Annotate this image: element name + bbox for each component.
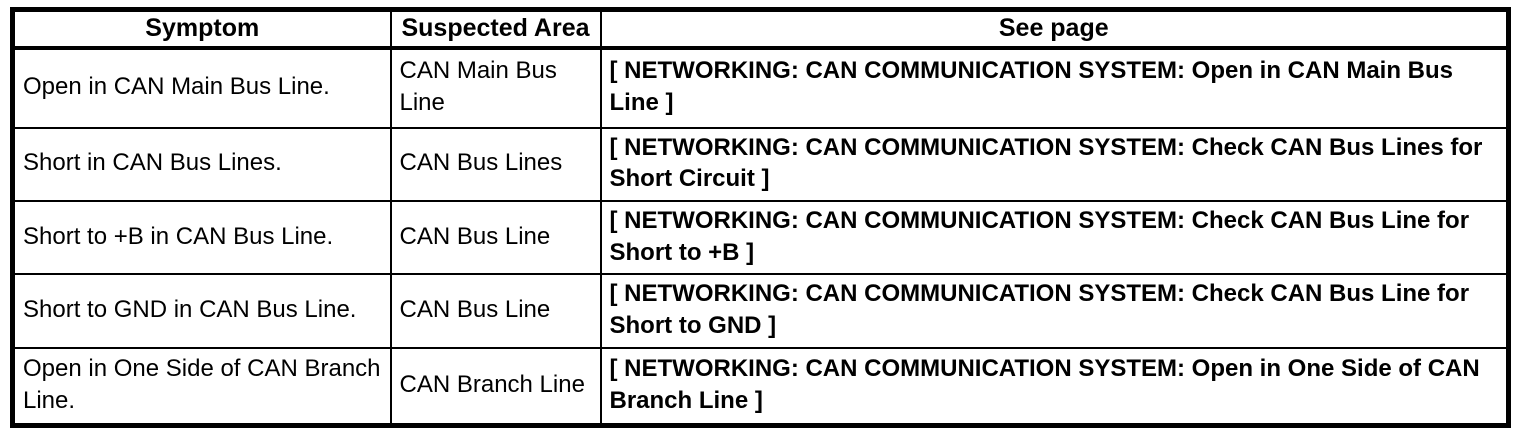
see-page-link[interactable]: [ NETWORKING: CAN COMMUNICATION SYSTEM: … xyxy=(599,199,1510,276)
header-suspected-area: Suspected Area xyxy=(389,8,602,50)
table-row: Short to GND in CAN Bus Line. CAN Bus Li… xyxy=(11,273,1510,349)
see-page-link[interactable]: [ NETWORKING: CAN COMMUNICATION SYSTEM: … xyxy=(599,126,1510,202)
suspected-area-cell: CAN Bus Line xyxy=(389,273,602,349)
table-header-row: Symptom Suspected Area See page xyxy=(11,8,1510,50)
symptom-cell: Open in CAN Main Bus Line. xyxy=(11,46,392,129)
suspected-area-cell: CAN Bus Line xyxy=(389,199,602,276)
table-row: Short to +B in CAN Bus Line. CAN Bus Lin… xyxy=(11,199,1510,276)
see-page-link[interactable]: [ NETWORKING: CAN COMMUNICATION SYSTEM: … xyxy=(599,346,1510,427)
symptom-cell: Short in CAN Bus Lines. xyxy=(11,126,392,202)
symptom-cell: Open in One Side of CAN Branch Line. xyxy=(11,346,392,427)
table-row: Open in CAN Main Bus Line. CAN Main Bus … xyxy=(11,46,1510,129)
suspected-area-cell: CAN Branch Line xyxy=(389,346,602,427)
suspected-area-cell: CAN Bus Lines xyxy=(389,126,602,202)
document-page: Symptom Suspected Area See page Open in … xyxy=(10,7,1511,428)
see-page-link[interactable]: [ NETWORKING: CAN COMMUNICATION SYSTEM: … xyxy=(599,46,1510,129)
symptom-diagnosis-table: Symptom Suspected Area See page Open in … xyxy=(10,7,1511,428)
see-page-link[interactable]: [ NETWORKING: CAN COMMUNICATION SYSTEM: … xyxy=(599,273,1510,349)
table-row: Open in One Side of CAN Branch Line. CAN… xyxy=(11,346,1510,427)
header-see-page: See page xyxy=(599,8,1510,50)
suspected-area-cell: CAN Main Bus Line xyxy=(389,46,602,129)
table-row: Short in CAN Bus Lines. CAN Bus Lines [ … xyxy=(11,126,1510,202)
header-symptom: Symptom xyxy=(11,8,392,50)
symptom-cell: Short to GND in CAN Bus Line. xyxy=(11,273,392,349)
symptom-cell: Short to +B in CAN Bus Line. xyxy=(11,199,392,276)
